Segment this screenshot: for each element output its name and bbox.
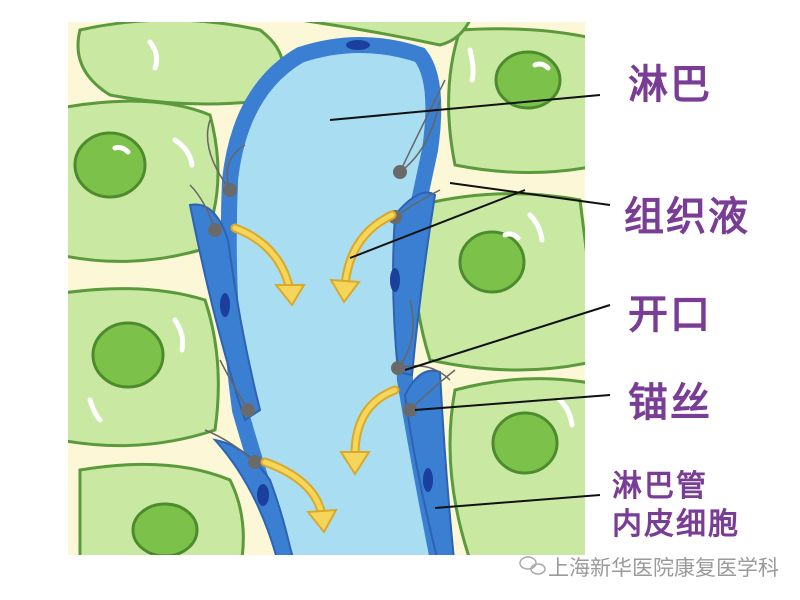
leader-tissue-fluid <box>449 182 611 206</box>
cell-nuclei <box>73 50 562 555</box>
cell-highlights <box>87 39 575 428</box>
nucleus <box>491 411 559 475</box>
nucleus <box>91 321 165 389</box>
wechat-icon <box>519 556 546 575</box>
label-tissue-fluid: 组织液 <box>624 194 750 240</box>
leader-tissue-fluid-2 <box>349 189 526 259</box>
nucleus <box>458 230 526 294</box>
label-endothelial-line2: 内皮细胞 <box>612 507 740 542</box>
label-anchoring-filament: 锚丝 <box>628 380 712 426</box>
leader-lines <box>329 94 611 509</box>
arrow-heads <box>273 278 371 534</box>
label-endothelial-cell: 淋巴管 内皮细胞 <box>612 468 740 544</box>
nucleus <box>131 502 199 555</box>
label-lymph: 淋巴 <box>628 62 712 108</box>
leader-endothelial-cell <box>434 494 601 509</box>
nucleus <box>73 131 147 199</box>
filament-anchor-points <box>208 165 417 469</box>
tissue-cell <box>303 22 471 47</box>
endothelial-nuclei <box>220 40 433 506</box>
label-endothelial-line1: 淋巴管 <box>612 469 708 504</box>
endothelial-cell <box>403 369 455 555</box>
leader-lymph <box>329 94 601 121</box>
leader-opening <box>404 304 611 371</box>
watermark: 上海新华医院康复医学科 <box>548 556 779 580</box>
leader-anchoring-filament <box>414 394 611 411</box>
label-opening: 开口 <box>628 292 712 338</box>
